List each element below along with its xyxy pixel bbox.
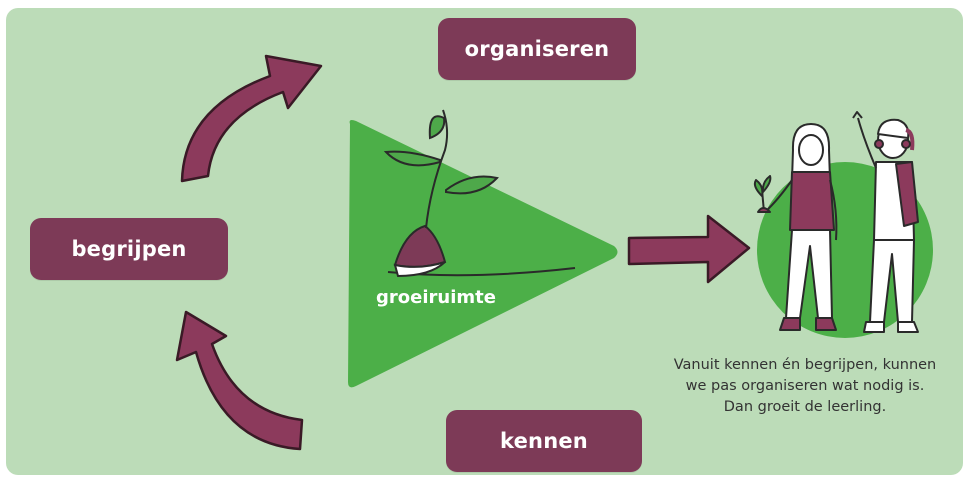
caption-line-1: Vanuit kennen én begrijpen, kunnen [673, 357, 937, 373]
kennen-text: kennen [500, 429, 588, 453]
caption-line-3: Dan groeit de leerling. [723, 399, 887, 415]
right-arrow-icon [627, 214, 751, 284]
curved-arrow-down-icon [175, 310, 304, 451]
organiseren-label: organiseren [438, 18, 636, 80]
begrijpen-label: begrijpen [30, 218, 228, 280]
curved-arrow-up-icon [180, 54, 323, 183]
groeiruimte-label: groeiruimte [376, 287, 496, 308]
sprout-icon [383, 109, 576, 278]
kennen-label: kennen [446, 410, 642, 472]
organiseren-text: organiseren [464, 37, 610, 61]
students-illustration [753, 111, 919, 333]
caption: Vanuit kennen én begrijpen, kunnen we pa… [640, 355, 963, 418]
growth-triangle [348, 120, 618, 388]
begrijpen-text: begrijpen [71, 237, 187, 261]
caption-line-2: we pas organiseren wat nodig is. [685, 378, 925, 394]
